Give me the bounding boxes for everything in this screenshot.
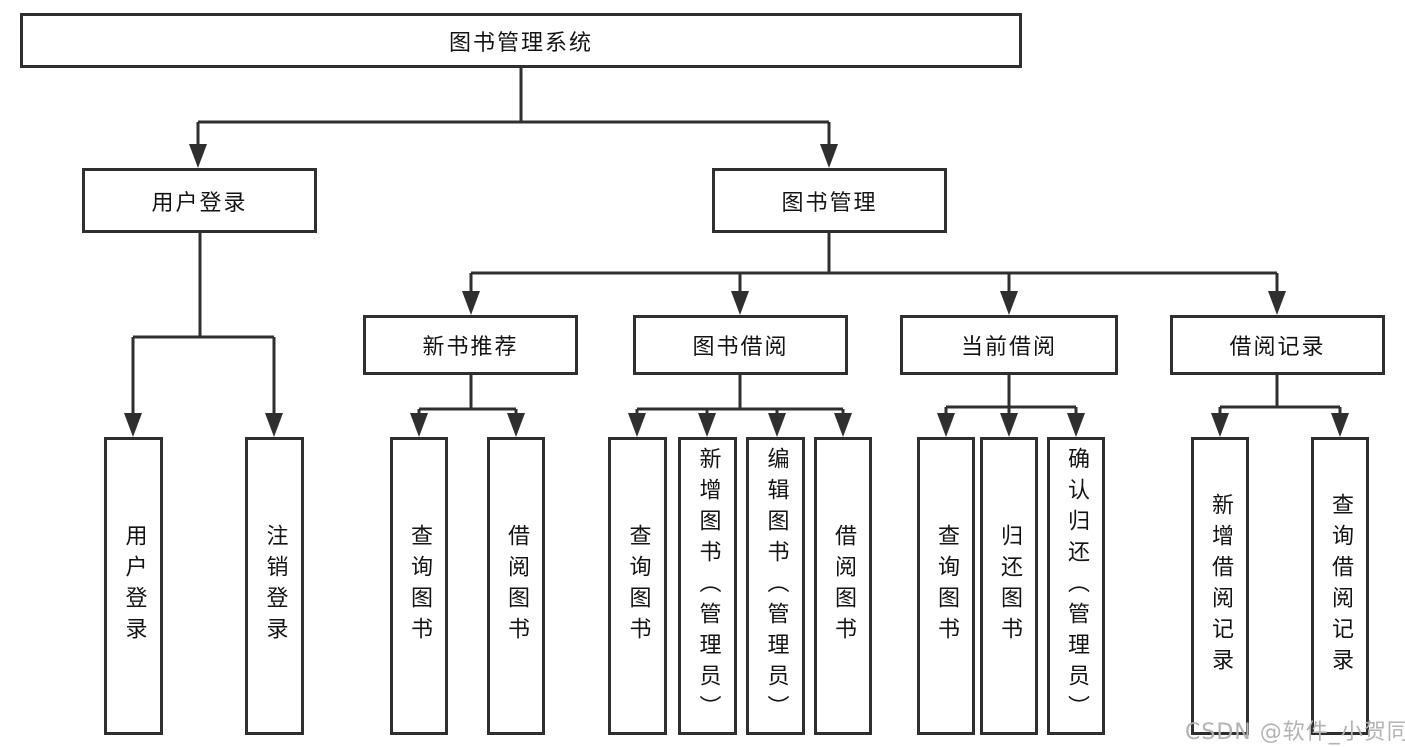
leaf-return-books: 归还图书	[980, 437, 1038, 735]
leaf-add-books-admin: 新增图书（管理员）	[678, 437, 737, 735]
leaf-query-borrow-record-label: 查询借阅记录	[1328, 493, 1353, 679]
leaf-query-borrow-record: 查询借阅记录	[1311, 437, 1369, 735]
node-borrowing-records: 借阅记录	[1170, 315, 1385, 375]
leaf-logout: 注销登录	[245, 437, 304, 735]
leaf-confirm-return-admin: 确认归还（管理员）	[1047, 437, 1105, 735]
leaf-query-books-recommend-label: 查询图书	[407, 524, 432, 648]
node-new-book-recommendation: 新书推荐	[363, 315, 578, 375]
node-current-borrowing: 当前借阅	[900, 315, 1118, 375]
leaf-edit-books-admin-label: 编辑图书（管理员）	[763, 446, 789, 726]
leaf-query-books-borrowing-label: 查询图书	[625, 524, 651, 648]
leaf-query-books-recommend: 查询图书	[390, 437, 448, 735]
node-book-borrowing: 图书借阅	[633, 315, 848, 375]
leaf-add-borrow-record-label: 新增借阅记录	[1208, 493, 1233, 679]
leaf-query-books-current-label: 查询图书	[934, 524, 959, 648]
leaf-add-books-admin-label: 新增图书（管理员）	[695, 446, 721, 726]
leaf-edit-books-admin: 编辑图书（管理员）	[746, 437, 805, 735]
csdn-watermark: CSDN @软件_小贺同学	[1185, 720, 1405, 745]
leaf-add-borrow-record: 新增借阅记录	[1191, 437, 1249, 735]
connector-paths	[131, 68, 1342, 415]
leaf-query-books-current: 查询图书	[917, 437, 975, 735]
leaf-borrow-books-borrowing: 借阅图书	[814, 437, 872, 735]
leaf-logout-label: 注销登录	[262, 524, 288, 648]
node-book-management-branch: 图书管理	[712, 168, 947, 233]
node-user-login-branch: 用户登录	[82, 168, 317, 233]
leaf-borrow-books-borrowing-label: 借阅图书	[831, 524, 856, 648]
leaf-user-login: 用户登录	[104, 437, 163, 735]
leaf-return-books-label: 归还图书	[997, 524, 1022, 648]
leaf-confirm-return-admin-label: 确认归还（管理员）	[1064, 446, 1089, 726]
leaf-borrow-books-recommend: 借阅图书	[487, 437, 545, 735]
arrowheads	[124, 144, 1349, 437]
leaf-user-login-label: 用户登录	[121, 524, 147, 648]
leaf-borrow-books-recommend-label: 借阅图书	[504, 524, 529, 648]
node-book-management-system: 图书管理系统	[20, 13, 1022, 68]
leaf-query-books-borrowing: 查询图书	[608, 437, 667, 735]
